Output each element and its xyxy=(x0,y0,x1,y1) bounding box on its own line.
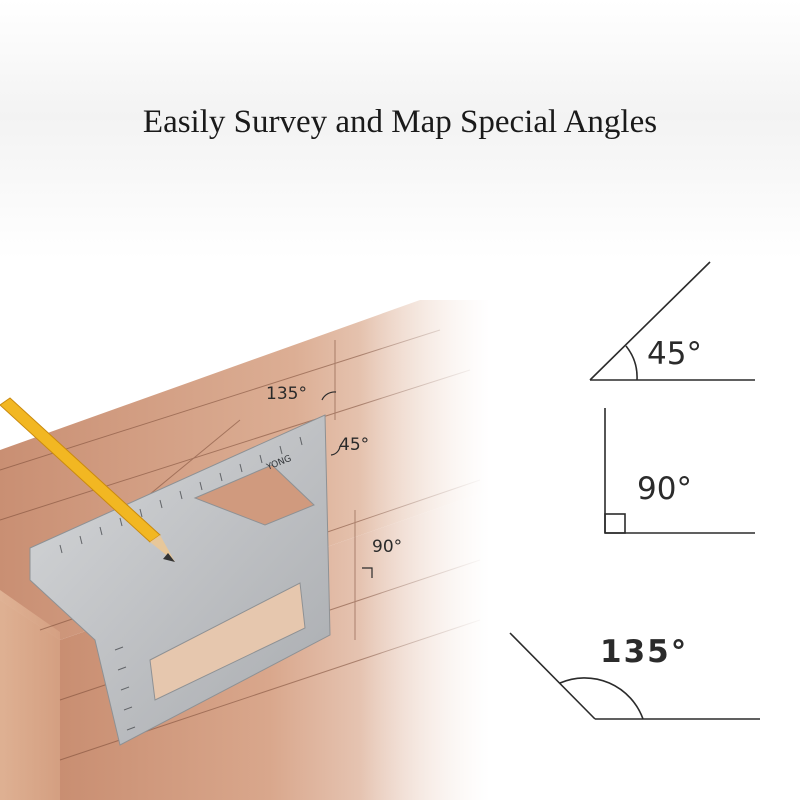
square-ruler: YONG xyxy=(29,414,331,746)
diagram-135 xyxy=(509,632,760,720)
pencil xyxy=(0,397,175,562)
header-background xyxy=(0,0,800,260)
diagram-label-45: 45° xyxy=(647,336,702,372)
photo-label-90: 90° xyxy=(372,537,403,557)
diagram-45 xyxy=(589,261,755,381)
diagram-label-135: 135° xyxy=(600,634,689,670)
headline: Easily Survey and Map Special Angles xyxy=(142,104,658,140)
photo-label-45: 45° xyxy=(339,435,370,455)
diagram-label-90: 90° xyxy=(637,471,692,507)
photo-angle-marks xyxy=(321,391,373,578)
diagram-90 xyxy=(604,408,755,534)
photo-label-135: 135° xyxy=(266,384,307,404)
